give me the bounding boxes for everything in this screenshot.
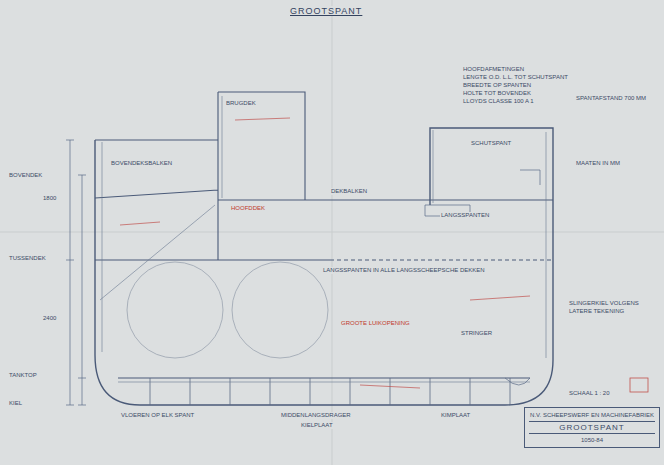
hull-outline: [95, 128, 553, 405]
drawing-label: DEKBALKEN: [330, 188, 368, 195]
drawing-label: 2400: [42, 315, 57, 322]
deck-line: [95, 92, 553, 378]
hold-circle: [232, 262, 328, 358]
title-block: N.V. SCHEEPSWERF EN MACHINEFABRIEK GROOTS…: [524, 407, 660, 448]
dashed-deck-line: [330, 260, 553, 261]
drawing-label: HOOFDAFMETINGEN: [462, 66, 525, 73]
drawing-label: HOOFDDEK: [230, 205, 266, 212]
dimension-line: [66, 140, 86, 405]
drawing-label: TANKTOP: [8, 372, 38, 379]
title-block-text: GROOTSPANT: [529, 421, 655, 434]
drawing-label: SPANTAFSTAND 700 MM: [575, 95, 647, 102]
drawing-label: GROOTE LUIKOPENING: [340, 320, 411, 327]
drawing-label: LATERE TEKENING: [568, 308, 625, 315]
drawing-label: STRINGER: [460, 330, 493, 337]
drawing-label: SLINGERKIEL VOLGENS: [568, 300, 640, 307]
drawing-label: LANGSSPANTEN IN ALLE LANGSSCHEEPSCHE DEK…: [322, 267, 486, 274]
drawing-label: LANGSSPANTEN: [440, 212, 490, 219]
drawing-label: KIMPLAAT: [440, 412, 471, 419]
drawing-label: VLOEREN OP ELK SPANT: [120, 412, 195, 419]
drawing-label: LENGTE O.D. L.L. TOT SCHUTSPANT: [462, 74, 569, 81]
drawing-label: BRUGDEK: [225, 100, 257, 107]
drawing-label: LLOYDS CLASSE 100 A 1: [462, 98, 535, 105]
drawing-label: BREEDTE OP SPANTEN: [462, 82, 532, 89]
red-pencil-mark: [120, 118, 530, 388]
title-block-text: 1050-84: [529, 436, 655, 444]
drawing-label: MIDDENLANGSDRAGER: [280, 412, 352, 419]
drawing-label: MAATEN IN MM: [575, 160, 621, 167]
drawing-label: BOVENDEK: [8, 172, 43, 179]
drawing-label: HOLTE TOT BOVENDEK: [462, 90, 532, 97]
detail-line: [425, 170, 540, 385]
drawing-label: TUSSENDEK: [8, 255, 47, 262]
drawing-label: SCHAAL 1 : 20: [568, 390, 610, 397]
hold-circle: [127, 262, 223, 358]
stamp: [630, 378, 648, 392]
drawing-label: KIELPLAAT: [300, 422, 334, 429]
drawing-label: KIEL: [8, 400, 23, 407]
frame-line: [100, 96, 546, 382]
drawing-label: SCHUTSPANT: [470, 140, 512, 147]
drawing-label: BOVENDEKSBALKEN: [110, 160, 173, 167]
drawing-title: GROOTSPANT: [288, 6, 364, 16]
drawing-label: 1800: [42, 195, 57, 202]
title-block-text: N.V. SCHEEPSWERF EN MACHINEFABRIEK: [529, 411, 655, 419]
